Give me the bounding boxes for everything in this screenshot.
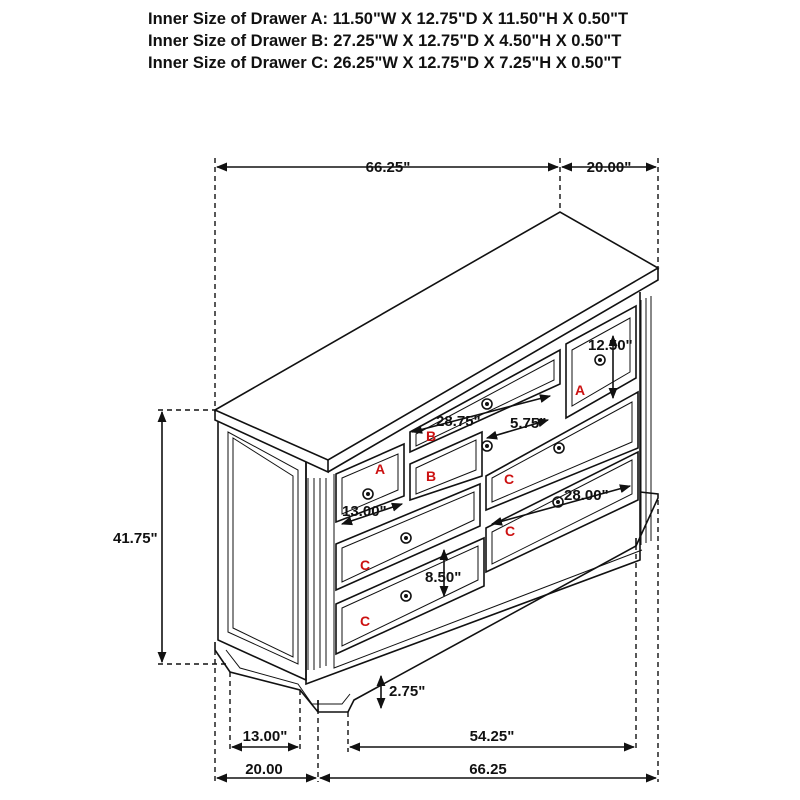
base-side-width-label: 13.00" xyxy=(243,728,288,745)
drawer-label-c: C xyxy=(360,613,370,629)
drawer-label-c: C xyxy=(504,471,514,487)
handle-icon xyxy=(400,532,412,544)
handle-icon xyxy=(400,590,412,602)
drawer-a-spec: Inner Size of Drawer A: 11.50"W X 12.75"… xyxy=(148,10,629,28)
drawer-label-c: C xyxy=(505,523,515,539)
drawer-c-left-mid xyxy=(335,482,481,592)
handle-icon xyxy=(481,440,493,452)
a-drawer-width-label: 13.00" xyxy=(342,503,387,520)
bottom-width-label: 66.25 xyxy=(469,761,507,778)
drawer-label-b: B xyxy=(426,468,436,484)
drawer-b-left xyxy=(409,430,483,502)
drawer-label-b: B xyxy=(426,428,436,444)
bottom-depth-label: 20.00 xyxy=(245,761,283,778)
dimension-labels: 66.25" 20.00" 41.75" 12.50" 28.75" 5.75"… xyxy=(113,159,633,778)
extension-lines xyxy=(158,158,659,782)
drawer-label-a: A xyxy=(575,382,585,398)
drawer-b-top xyxy=(409,348,561,454)
c-drawer-height-label: 8.50" xyxy=(425,569,461,586)
drawer-b-spec: Inner Size of Drawer B: 27.25"W X 12.75"… xyxy=(148,32,622,50)
top-width-label: 66.25" xyxy=(366,159,411,176)
handle-icon xyxy=(594,354,606,366)
drawer-c-right-top xyxy=(485,390,639,512)
b-drawer-height-label: 5.75" xyxy=(510,415,546,432)
c-drawer-width-label: 28.00" xyxy=(564,487,609,504)
drawer-label-a: A xyxy=(375,461,385,477)
handles xyxy=(362,354,606,602)
dresser-outline xyxy=(213,211,660,713)
handle-icon xyxy=(552,496,564,508)
drawer-c-right-bottom xyxy=(485,450,639,574)
handle-icon xyxy=(553,442,565,454)
a-drawer-height-label: 12.50" xyxy=(588,337,633,354)
drawer-a-right xyxy=(565,304,637,420)
drawer-fronts xyxy=(335,304,639,656)
dimension-arrows xyxy=(157,162,658,783)
base-front-width-label: 54.25" xyxy=(470,728,515,745)
drawer-specifications: Inner Size of Drawer A: 11.50"W X 12.75"… xyxy=(148,8,628,74)
b-drawer-width-label: 28.75" xyxy=(436,413,481,430)
leg-height-label: 2.75" xyxy=(389,683,425,700)
handle-icon xyxy=(481,398,493,410)
handle-icon xyxy=(362,488,374,500)
drawer-c-spec: Inner Size of Drawer C: 26.25"W X 12.75"… xyxy=(148,54,622,72)
drawer-label-c: C xyxy=(360,557,370,573)
top-depth-label: 20.00" xyxy=(587,159,632,176)
height-label: 41.75" xyxy=(113,530,158,547)
drawer-letter-labels: A A B B C C C C xyxy=(360,382,585,629)
drawer-a-left xyxy=(335,442,405,524)
drawer-c-left-bottom xyxy=(335,536,485,656)
